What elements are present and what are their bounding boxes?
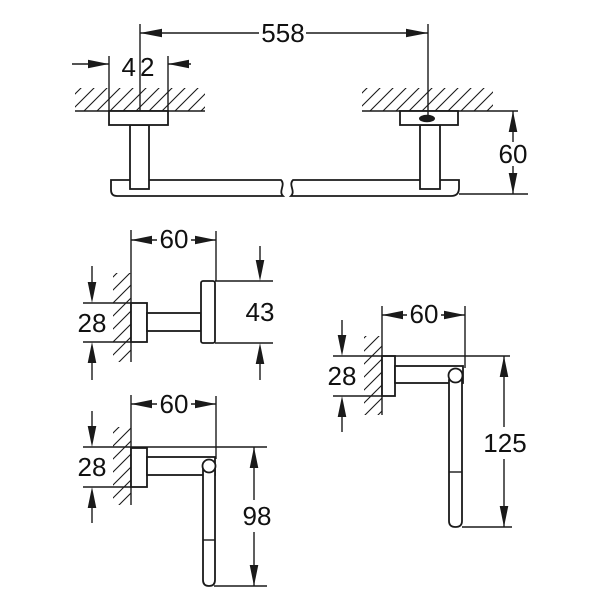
dim-label-hook-60: 60 (160, 224, 189, 254)
left-post (129, 124, 150, 190)
dimension-hook-43: 43 (246, 246, 275, 380)
dimension-ph-60: 60 (131, 389, 216, 419)
dimension-42: 42 (72, 52, 191, 82)
dim-label-42: 42 (122, 52, 159, 82)
dim-label-hook-28: 28 (78, 308, 107, 338)
dimension-hook-60: 60 (131, 224, 216, 254)
dimension-sp-60: 60 (382, 299, 465, 329)
dim-label-sp-60: 60 (410, 299, 439, 329)
spare-bar (448, 379, 463, 528)
dim-label-sp-28: 28 (328, 361, 357, 391)
dim-label-ph-60: 60 (160, 389, 189, 419)
hook-wall-plate (130, 302, 148, 343)
dim-label-60-bar: 60 (499, 139, 528, 169)
dim-label-ph-98: 98 (243, 501, 272, 531)
hook-arm (146, 312, 202, 332)
dim-label-hook-43: 43 (246, 297, 275, 327)
right-post (419, 124, 441, 190)
dimension-ph-98: 98 (243, 447, 272, 586)
hook-front-plate (200, 280, 216, 344)
dim-label-ph-28: 28 (78, 452, 107, 482)
robe-hook-view: 60 28 43 (78, 224, 275, 380)
dimension-hook-28: 28 (78, 266, 107, 380)
towel-bar-left-segment (110, 179, 286, 197)
pivot-circle (201, 458, 217, 474)
spare-pivot-circle (447, 367, 464, 384)
dimension-558: 558 (140, 18, 428, 48)
paper-holder-view: 60 28 98 (78, 389, 272, 587)
dim-label-558: 558 (261, 18, 304, 48)
dimension-sp-28: 28 (328, 320, 357, 432)
dim-label-sp-125: 125 (483, 428, 526, 458)
dimension-60-bar-height: 60 (499, 111, 528, 194)
screw-indicator (419, 114, 435, 123)
towel-bar-right-segment (288, 179, 460, 197)
holder-bar (202, 467, 216, 587)
dimension-sp-125: 125 (483, 356, 527, 527)
spare-paper-holder-view: 60 28 125 (328, 299, 527, 528)
spare-wall-plate (381, 355, 396, 397)
dimension-ph-28: 28 (78, 411, 107, 523)
left-mount-plate (108, 110, 169, 126)
holder-wall-plate (130, 447, 148, 488)
towel-bar-view: 558 42 60 (72, 18, 528, 197)
